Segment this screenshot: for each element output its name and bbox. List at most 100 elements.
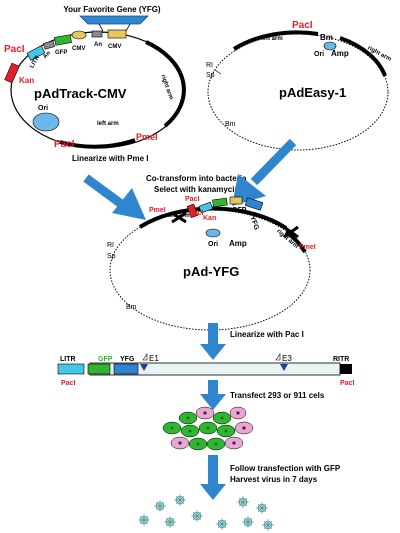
nucleus [178, 441, 182, 445]
ri-label-2: RI [206, 62, 213, 69]
ri-label-3: RI [107, 242, 114, 249]
plasmid-pad-yfg: PacI PacI Kan GFP YFG PmeI PmeI left arm… [107, 196, 316, 331]
pme-label-3a: PmeI [149, 207, 166, 214]
litr-box-lin [57, 363, 85, 375]
ori-label-2: Ori [314, 51, 324, 58]
left-arm-label-2: left arm [261, 36, 283, 42]
arrow-down-3 [200, 455, 226, 500]
cmv-label-1: CMV [72, 46, 85, 52]
arrow-left-diagonal [83, 174, 146, 220]
virus-particle [138, 514, 150, 526]
plasmid-padtrack-cmv: Your Favorite Gene (YFG) PacI Kan LITR A… [4, 5, 186, 150]
e1-label: E1 [149, 354, 159, 363]
an-label-1: An [42, 50, 52, 60]
gfp-label-3: GFP [232, 207, 247, 214]
e3-deletion-marker [280, 364, 288, 371]
sp-label-3: Sp [107, 253, 116, 260]
pme-label-1: PmeI [136, 132, 158, 142]
cmv-label-2: CMV [108, 44, 121, 50]
an-box-2 [91, 30, 103, 38]
nucleus [188, 429, 192, 433]
crossover-x-right [283, 225, 299, 239]
plasmid1-right-arm-band [145, 40, 186, 128]
kan-box [4, 62, 20, 84]
litr-label-lin: LITR [60, 356, 76, 363]
left-arm-label-1: left arm [97, 121, 119, 127]
insert-lead-right [125, 23, 131, 32]
pac-label-lin-right: PacI [340, 380, 354, 387]
ori-label-1: Ori [38, 105, 48, 112]
ori-ellipse-3 [205, 228, 221, 238]
e3-label: E3 [282, 354, 292, 363]
plasmid3-right-arm-band [284, 230, 307, 254]
nucleus [186, 416, 190, 420]
yfg-insert-shape [79, 15, 149, 25]
e1-tri-icon [142, 353, 148, 361]
virus-particles [138, 494, 274, 531]
cmv-box-2 [107, 29, 127, 39]
bm-label-top: Bm [320, 33, 333, 42]
bm-label-3: Bm [126, 304, 137, 311]
amp-label-3: Amp [229, 239, 247, 248]
step-1-text: Linearize with Pme I [72, 154, 148, 163]
litr-box [26, 45, 46, 61]
ri-tick [214, 69, 222, 75]
yfg-label-3: YFG [248, 215, 260, 231]
virus-particle [191, 510, 203, 522]
virus-particle [174, 494, 186, 506]
cell-cluster [162, 406, 254, 451]
an-box-1 [42, 40, 56, 50]
pac-label-3a: PacI [185, 196, 199, 203]
nucleus [242, 426, 246, 430]
nucleus [196, 442, 200, 446]
pac-label-p2: PacI [292, 20, 313, 31]
yfg-label-lin: YFG [120, 356, 135, 363]
plasmid1-name: pAdTrack-CMV [34, 86, 127, 101]
virus-particle [237, 496, 249, 508]
insert-lead-left [98, 23, 104, 32]
arrow-down-2 [200, 380, 226, 410]
right-arm-label-1: right arm [159, 74, 174, 100]
step-4-text: Transfect 293 or 911 cels [230, 391, 325, 400]
pac-label-bottom: PacI [54, 139, 75, 150]
virus-particle [256, 502, 268, 514]
nucleus [232, 441, 236, 445]
e1-deletion-marker [140, 364, 148, 371]
ritr-label-lin: RITR [333, 356, 349, 363]
nucleus [214, 442, 218, 446]
nucleus [224, 429, 228, 433]
ori-ellipse-1 [32, 112, 60, 132]
virus-particle [154, 500, 166, 512]
kan-label: Kan [19, 76, 34, 85]
virus-particle [242, 516, 254, 528]
plasmid3-name: pAd-YFG [183, 264, 239, 279]
e3-tri-icon [275, 353, 281, 361]
pac-label-top: PacI [4, 44, 25, 55]
cmv-box-3 [229, 196, 243, 205]
arrow-down-1 [200, 323, 226, 360]
crossover-x-left [171, 211, 187, 224]
yfg-box-lin [113, 363, 139, 375]
plasmid-padeasy-1: PacI left arm Bm Ori Amp right arm RI Sp… [206, 20, 392, 151]
step-2a-text: Co-transform into bacteria [146, 174, 247, 183]
bm-label-bottom: Bm [225, 121, 236, 128]
cmv-box-1 [71, 30, 87, 40]
gene-label: Your Favorite Gene (YFG) [63, 5, 161, 14]
plasmid1-left-arm-band [59, 138, 136, 149]
litr-box-3 [198, 201, 214, 214]
plasmid2-left-arm-band [232, 30, 319, 51]
step-3-text: Linearize with Pac I [230, 330, 304, 339]
nucleus [220, 416, 224, 420]
linear-genome: LITR GFP YFG E1 E3 RITR PacI PacI [57, 353, 354, 387]
kan-label-3: Kan [203, 215, 216, 222]
ori-ellipse-2 [323, 41, 337, 51]
gfp-box-3 [212, 197, 228, 208]
virus-particle [262, 519, 274, 531]
pac-label-3b: PacI [189, 210, 203, 217]
gfp-label: GFP [55, 50, 67, 56]
ritr-box-lin [340, 364, 352, 374]
pme-label-3b: PmeI [299, 244, 316, 251]
gfp-box [54, 34, 72, 46]
an-label-2: An [94, 42, 102, 48]
